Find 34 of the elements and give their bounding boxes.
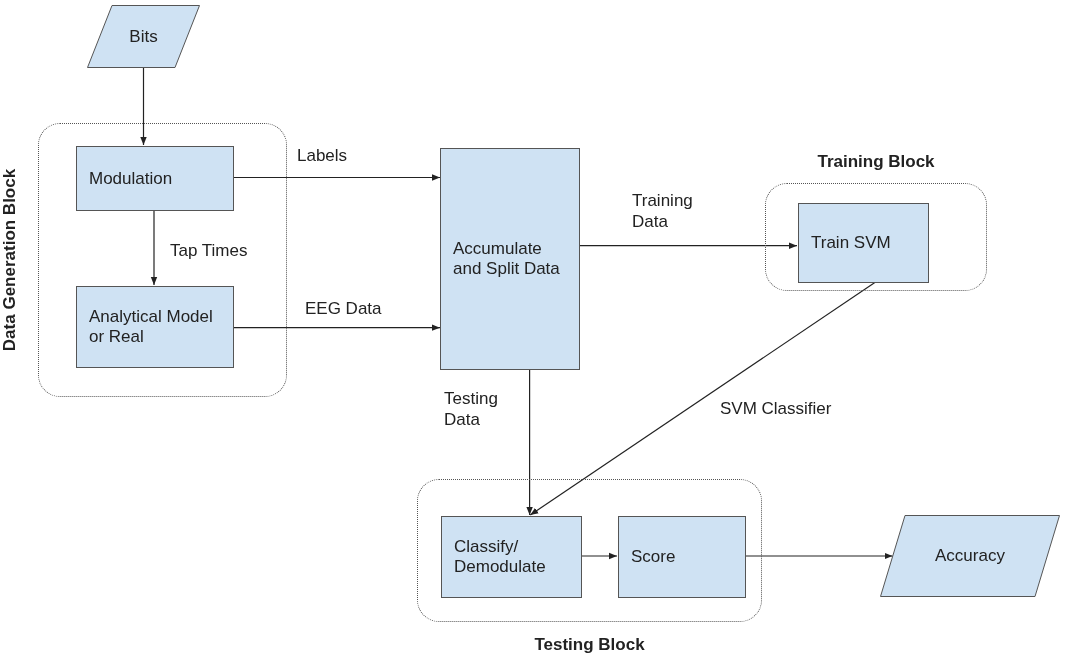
process-box bbox=[440, 148, 580, 370]
group-heading: Training Block bbox=[817, 152, 935, 172]
node-text: Score bbox=[631, 547, 676, 567]
node-text: Classify/ Demodulate bbox=[454, 537, 547, 577]
input-output-parallelogram bbox=[880, 515, 1060, 597]
node-text: Train SVM bbox=[811, 233, 891, 253]
edge-label: EEG Data bbox=[305, 298, 382, 320]
process-box bbox=[76, 286, 234, 368]
arrow bbox=[529, 281, 877, 516]
process-box bbox=[798, 203, 929, 283]
edge-label: Testing Data bbox=[444, 388, 499, 431]
arrow bbox=[232, 324, 441, 331]
arrow bbox=[232, 174, 441, 181]
arrow bbox=[579, 242, 798, 249]
edge-label: Labels bbox=[297, 145, 348, 167]
node-text: Analytical Model or Real bbox=[89, 307, 214, 347]
group-heading: Testing Block bbox=[534, 635, 645, 655]
edge-label: Tap Times bbox=[170, 240, 248, 262]
edge-label: SVM Classifier bbox=[720, 398, 832, 420]
arrow bbox=[150, 209, 158, 286]
node-text: Modulation bbox=[89, 168, 173, 189]
node-text: Accumulate and Split Data bbox=[453, 239, 561, 279]
process-box bbox=[618, 516, 746, 598]
node-text: Bits bbox=[129, 26, 158, 47]
process-box bbox=[441, 516, 582, 598]
arrow bbox=[526, 369, 533, 516]
edge-label: Training Data bbox=[632, 190, 694, 233]
arrow bbox=[744, 552, 894, 560]
group-heading: Data Generation Block bbox=[0, 168, 20, 352]
arrow bbox=[140, 67, 147, 146]
input-output-parallelogram bbox=[87, 5, 200, 68]
process-box bbox=[76, 146, 234, 211]
node-text: Accuracy bbox=[935, 546, 1005, 566]
arrow bbox=[580, 552, 618, 560]
